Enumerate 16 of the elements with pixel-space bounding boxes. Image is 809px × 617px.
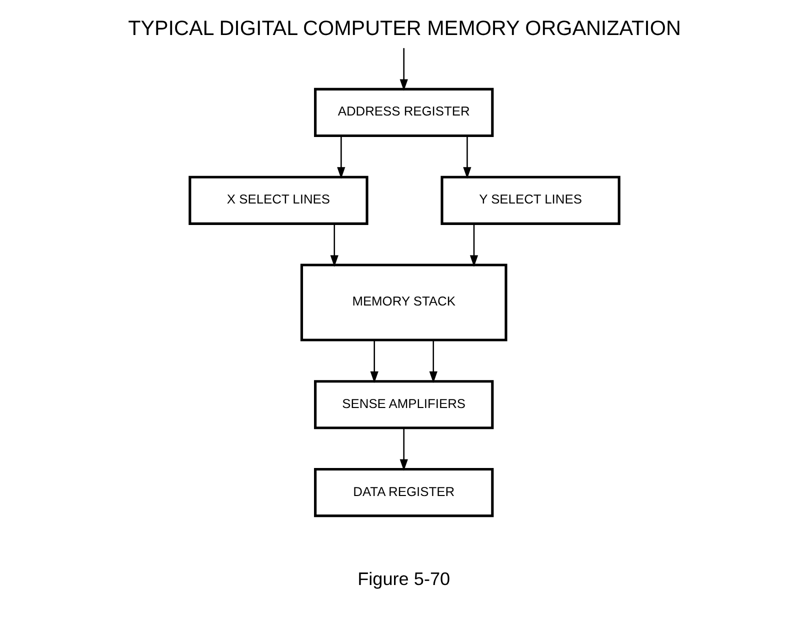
arrow bbox=[429, 340, 438, 384]
node-box: DATA REGISTER bbox=[314, 468, 494, 518]
node-box: ADDRESS REGISTER bbox=[314, 88, 494, 138]
node-box: MEMORY STACK bbox=[300, 264, 508, 342]
arrow bbox=[400, 428, 408, 471]
diagram-title: TYPICAL DIGITAL COMPUTER MEMORY ORGANIZATION bbox=[128, 17, 681, 40]
arrow bbox=[337, 136, 346, 179]
arrow bbox=[463, 136, 472, 179]
node-box: X SELECT LINES bbox=[188, 176, 368, 225]
node-box: Y SELECT LINES bbox=[440, 176, 620, 225]
caption: Figure 5-70 bbox=[358, 569, 450, 590]
arrow bbox=[470, 224, 478, 267]
node-box: SENSE AMPLIFIERS bbox=[314, 380, 494, 430]
arrow bbox=[330, 224, 338, 267]
arrow bbox=[400, 48, 408, 91]
arrow bbox=[370, 340, 378, 384]
